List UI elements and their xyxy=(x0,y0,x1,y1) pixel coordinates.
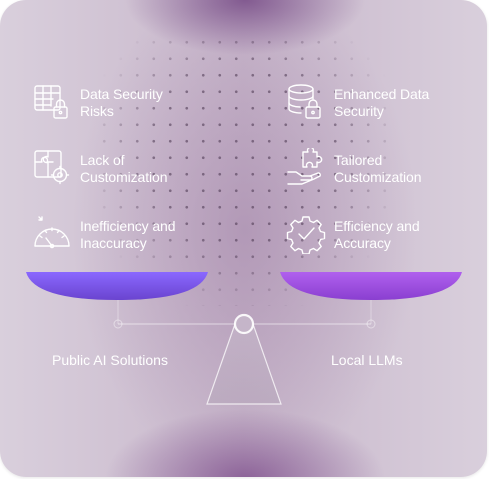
right-item-label: Efficiency and Accuracy xyxy=(334,218,420,251)
right-caption: Local LLMs xyxy=(331,352,403,368)
right-item-efficiency-accuracy: Efficiency and Accuracy xyxy=(286,216,420,255)
database-lock-icon xyxy=(286,82,326,122)
scale-pivot xyxy=(233,313,255,335)
left-caption: Public AI Solutions xyxy=(52,352,168,368)
database-table-lock-icon xyxy=(32,82,72,122)
right-item-tailored-customization: Tailored Customization xyxy=(286,146,422,188)
left-item-label: Lack of Customization xyxy=(80,152,168,185)
right-item-label: Tailored Customization xyxy=(334,152,422,185)
left-item-label: Inefficiency and Inaccuracy xyxy=(80,218,176,251)
puzzle-gear-icon xyxy=(32,148,72,188)
right-beam-joint xyxy=(366,319,376,329)
right-item-enhanced-data-security: Enhanced Data Security xyxy=(286,84,430,122)
left-beam-joint xyxy=(113,319,123,329)
left-scale-pan xyxy=(26,272,208,300)
right-item-label: Enhanced Data Security xyxy=(334,86,430,119)
left-item-inefficiency: Inefficiency and Inaccuracy xyxy=(32,216,176,254)
left-item-lack-of-customization: Lack of Customization xyxy=(32,150,168,188)
speedometer-icon xyxy=(32,214,72,254)
puzzle-hand-icon xyxy=(286,146,326,188)
dot-grid-background xyxy=(96,34,392,306)
left-item-label: Data Security Risks xyxy=(80,86,163,119)
scale-base xyxy=(206,323,282,405)
right-scale-pan xyxy=(280,272,462,300)
gear-check-icon xyxy=(286,214,326,255)
left-item-data-security-risks: Data Security Risks xyxy=(32,85,163,122)
